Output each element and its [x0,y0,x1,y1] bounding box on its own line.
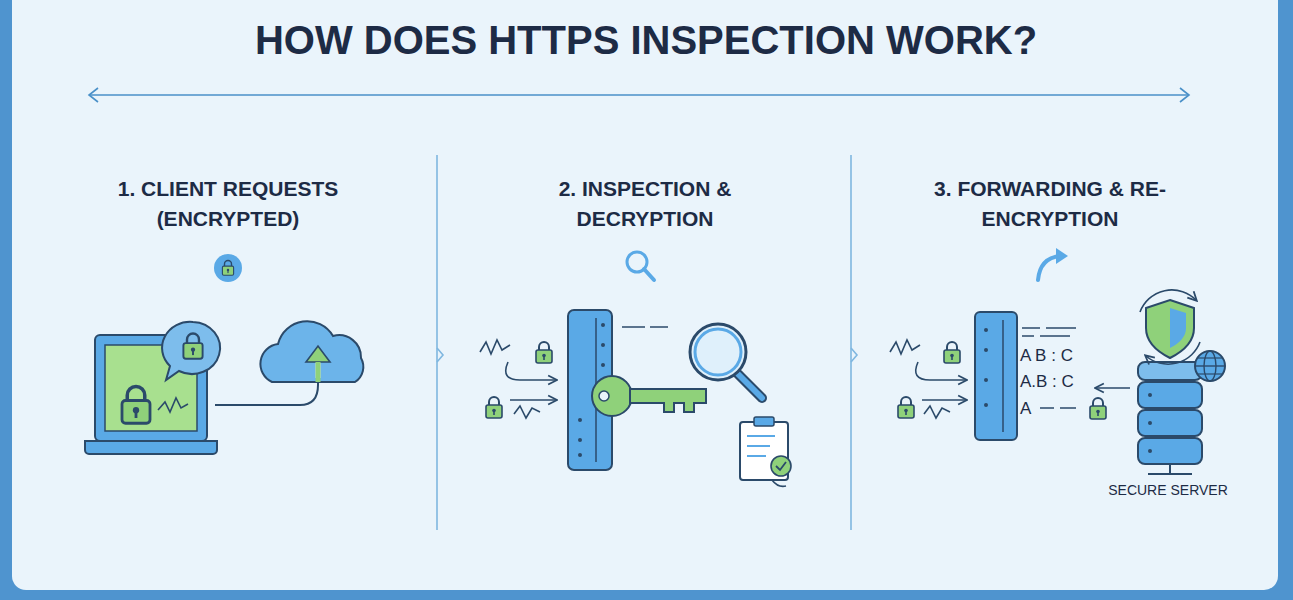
forwarding-illustration [890,248,1225,474]
client-illustration [85,254,363,454]
panel-divider [437,155,857,530]
step-heading: 3. FORWARDING & RE-ENCRYPTION [900,174,1200,235]
data-text: A.B : C [1020,370,1076,395]
server-label: SECURE SERVER [1088,480,1248,500]
data-text: A B : C [1020,344,1075,369]
card [12,0,1278,590]
diagram-title: HOW DOES HTTPS INSPECTION WORK? [96,14,1196,66]
step-heading: 2. INSPECTION & DECRYPTION [495,174,795,235]
inspection-illustration [480,252,791,486]
data-text: A [1020,397,1034,422]
step-heading: 1. CLIENT REQUESTS (ENCRYPTED) [78,174,378,235]
span-arrow [89,88,1189,102]
